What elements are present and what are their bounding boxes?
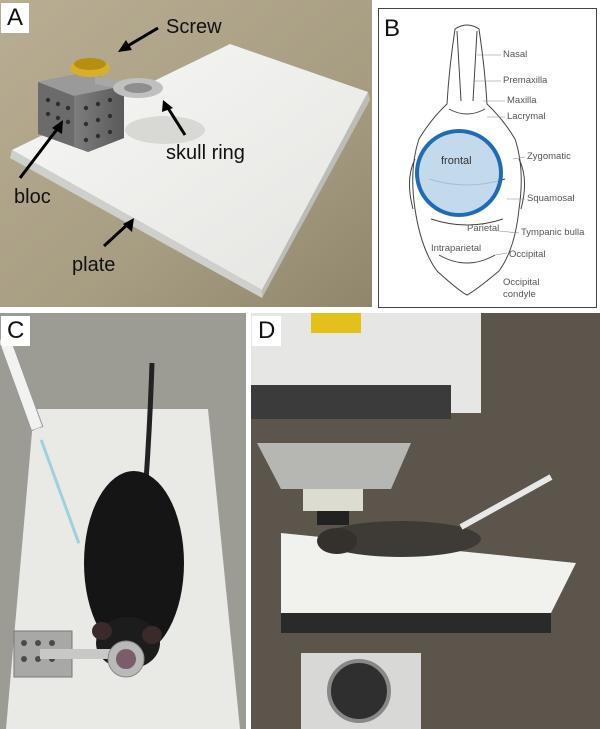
panel-d-letter: D bbox=[252, 316, 282, 346]
panel-d-scene bbox=[251, 313, 600, 729]
label-nasal: Nasal bbox=[503, 49, 528, 60]
stage-edge bbox=[281, 613, 551, 633]
panel-b-letter: B bbox=[384, 15, 401, 42]
panel-c-letter: C bbox=[1, 316, 31, 346]
plate-edge-front bbox=[10, 150, 262, 298]
mouse-body bbox=[84, 471, 184, 655]
label-skull-ring: skull ring bbox=[166, 142, 245, 164]
bloc-holes bbox=[45, 97, 113, 143]
panel-a-photo: A Screw skull ring bloc plate bbox=[0, 0, 372, 307]
mouse-tail bbox=[143, 362, 155, 482]
label-plate: plate bbox=[72, 254, 116, 276]
objective-cone bbox=[257, 443, 411, 489]
skull-drawing bbox=[409, 24, 526, 296]
arrows bbox=[18, 26, 187, 248]
label-occipital-condyle-line1: Occipital bbox=[503, 277, 540, 288]
frontal-highlight-circle bbox=[415, 129, 503, 217]
panel-c-photo: C bbox=[0, 313, 246, 729]
leader-lines bbox=[475, 54, 526, 256]
label-intraparietal: Intraparietal bbox=[431, 243, 482, 254]
panel-d-photo: D bbox=[251, 313, 600, 729]
panel-a-letter: A bbox=[1, 3, 30, 33]
plate-edge-side bbox=[262, 92, 370, 298]
stage-rail bbox=[251, 385, 451, 419]
panel-c-scene bbox=[0, 313, 246, 729]
label-maxilla: Maxilla bbox=[507, 95, 537, 106]
label-premaxilla: Premaxilla bbox=[503, 75, 548, 86]
mouse-body bbox=[321, 521, 481, 557]
label-zygomatic: Zygomatic bbox=[527, 151, 571, 162]
label-screw: Screw bbox=[166, 16, 222, 38]
label-tympanic-bulla: Tympanic bulla bbox=[521, 227, 585, 238]
label-frontal: frontal bbox=[441, 155, 472, 167]
skull-outline bbox=[409, 24, 525, 296]
label-parietal: Parietal bbox=[467, 223, 500, 234]
ring-arm bbox=[40, 649, 120, 659]
label-bloc: bloc bbox=[14, 186, 51, 208]
plate bbox=[12, 44, 368, 290]
label-occipital: Occipital bbox=[509, 249, 546, 260]
syringe bbox=[459, 474, 553, 530]
label-squamosal: Squamosal bbox=[527, 193, 575, 204]
panel-a-scene bbox=[0, 0, 372, 307]
mouse-head bbox=[317, 528, 357, 554]
warning-sticker bbox=[311, 313, 361, 333]
shadow bbox=[125, 116, 205, 144]
panel-b-diagram: B Nasal Premaxilla Maxilla Lacrymal Zygo… bbox=[378, 8, 597, 308]
objective-lens bbox=[303, 489, 363, 511]
label-occipital-condyle-line2: condyle bbox=[503, 289, 536, 300]
label-lacrymal: Lacrymal bbox=[507, 111, 546, 122]
